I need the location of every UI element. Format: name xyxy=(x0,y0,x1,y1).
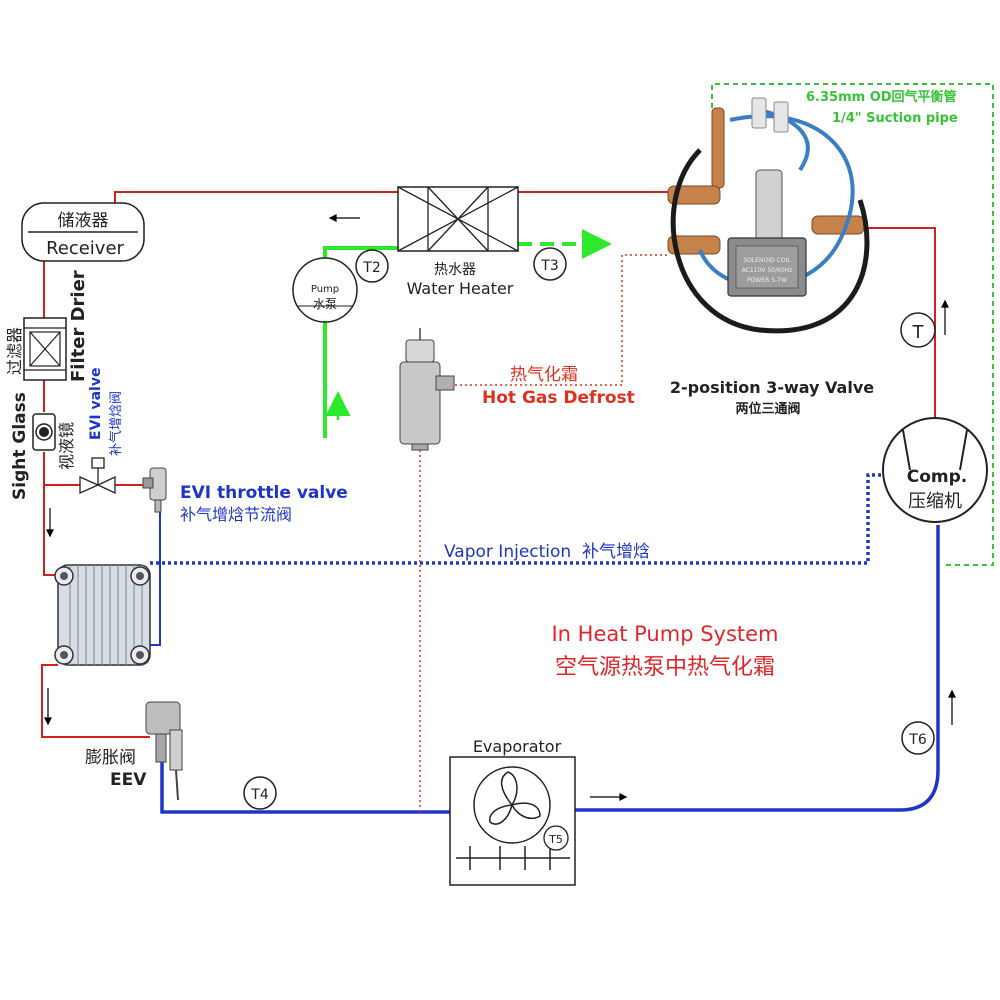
suction-balance-line xyxy=(711,83,994,566)
suction-pipe-label-1: 6.35mm OD回气平衡管 xyxy=(806,89,957,105)
sensor-t1: T xyxy=(900,312,936,348)
plate-heat-exchanger[interactable] xyxy=(54,564,151,666)
sensor-t4: T4 xyxy=(243,776,277,810)
three-way-valve-label-cn: 两位三通阀 xyxy=(735,401,800,417)
filter-drier-label-en: Filter Drier xyxy=(68,270,89,382)
hot-gas-lines xyxy=(419,254,668,812)
compressor-label-cn: 压缩机 xyxy=(908,491,962,512)
sight-glass[interactable] xyxy=(32,413,56,451)
three-way-valve-label-en: 2-position 3-way Valve xyxy=(670,378,874,397)
pump[interactable]: Pump 水泵 xyxy=(292,257,358,323)
receiver[interactable]: 储液器 Receiver xyxy=(21,202,145,262)
svg-text:T6: T6 xyxy=(908,732,927,748)
evaporator[interactable] xyxy=(449,756,576,886)
filter-drier-label-cn: 过滤器 xyxy=(5,327,24,375)
solenoid-coil-line3: POWER 5-7W xyxy=(747,277,787,284)
evi-throttle-label-cn: 补气增焓节流阀 xyxy=(180,505,292,524)
svg-text:T3: T3 xyxy=(540,258,558,274)
three-way-valve[interactable]: SOLENOID COIL AC110V 50/60Hz POWER 5-7W xyxy=(667,97,870,334)
pump-label-cn: 水泵 xyxy=(313,297,337,311)
red-high-pressure-lines xyxy=(41,191,936,738)
evaporator-label: Evaporator xyxy=(473,737,562,756)
compressor-label-en: Comp. xyxy=(907,467,968,487)
compressor[interactable]: Comp. 压缩机 xyxy=(882,417,988,523)
hot-gas-label-en: Hot Gas Defrost xyxy=(482,388,635,408)
eev-valve[interactable] xyxy=(145,701,183,801)
svg-text:T5: T5 xyxy=(548,833,563,846)
sight-glass-label-cn: 视液镜 xyxy=(57,422,76,470)
pump-label-en: Pump xyxy=(311,284,339,295)
svg-text:T2: T2 xyxy=(362,260,380,276)
svg-text:T: T xyxy=(912,322,925,343)
receiver-label-cn: 储液器 xyxy=(58,211,109,231)
evi-valve-label-cn: 补气增焓阀 xyxy=(108,391,124,456)
vapor-injection-label: Vapor Injection 补气增焓 xyxy=(444,542,650,562)
sensor-t6: T6 xyxy=(901,721,935,755)
sensor-t5: T5 xyxy=(543,825,569,851)
hot-gas-label-cn: 热气化霜 xyxy=(510,365,578,385)
flow-arrows xyxy=(44,214,956,801)
evi-valve[interactable] xyxy=(79,457,116,495)
eev-label-en: EEV xyxy=(110,770,147,790)
evi-throttle-label-en: EVI throttle valve xyxy=(180,483,348,503)
green-water-lines xyxy=(323,242,580,438)
sight-glass-label-en: Sight Glass xyxy=(10,392,30,500)
diagram-title-en: In Heat Pump System xyxy=(551,622,778,646)
sensor-t3: T3 xyxy=(533,247,567,281)
water-heater-label-en: Water Heater xyxy=(407,279,514,298)
hot-gas-solenoid-valve[interactable] xyxy=(399,328,455,451)
water-heater-label-cn: 热水器 xyxy=(434,262,476,278)
blue-low-pressure-lines xyxy=(160,525,940,814)
eev-label-cn: 膨胀阀 xyxy=(85,748,136,768)
sensor-t2: T2 xyxy=(355,249,389,283)
evi-throttle-valve[interactable] xyxy=(142,467,167,513)
receiver-label-en: Receiver xyxy=(46,238,124,259)
filter-drier[interactable] xyxy=(23,317,67,381)
evi-valve-label-en: EVI valve xyxy=(88,368,104,440)
svg-text:T4: T4 xyxy=(250,787,269,803)
vapor-injection-line xyxy=(150,473,887,565)
solenoid-coil-line1: SOLENOID COIL xyxy=(743,257,791,264)
water-heater[interactable] xyxy=(397,186,519,252)
diagram-title-cn: 空气源热泵中热气化霜 xyxy=(555,655,775,680)
solenoid-coil-line2: AC110V 50/60Hz xyxy=(742,267,793,274)
suction-pipe-label-2: 1/4" Suction pipe xyxy=(832,111,958,126)
